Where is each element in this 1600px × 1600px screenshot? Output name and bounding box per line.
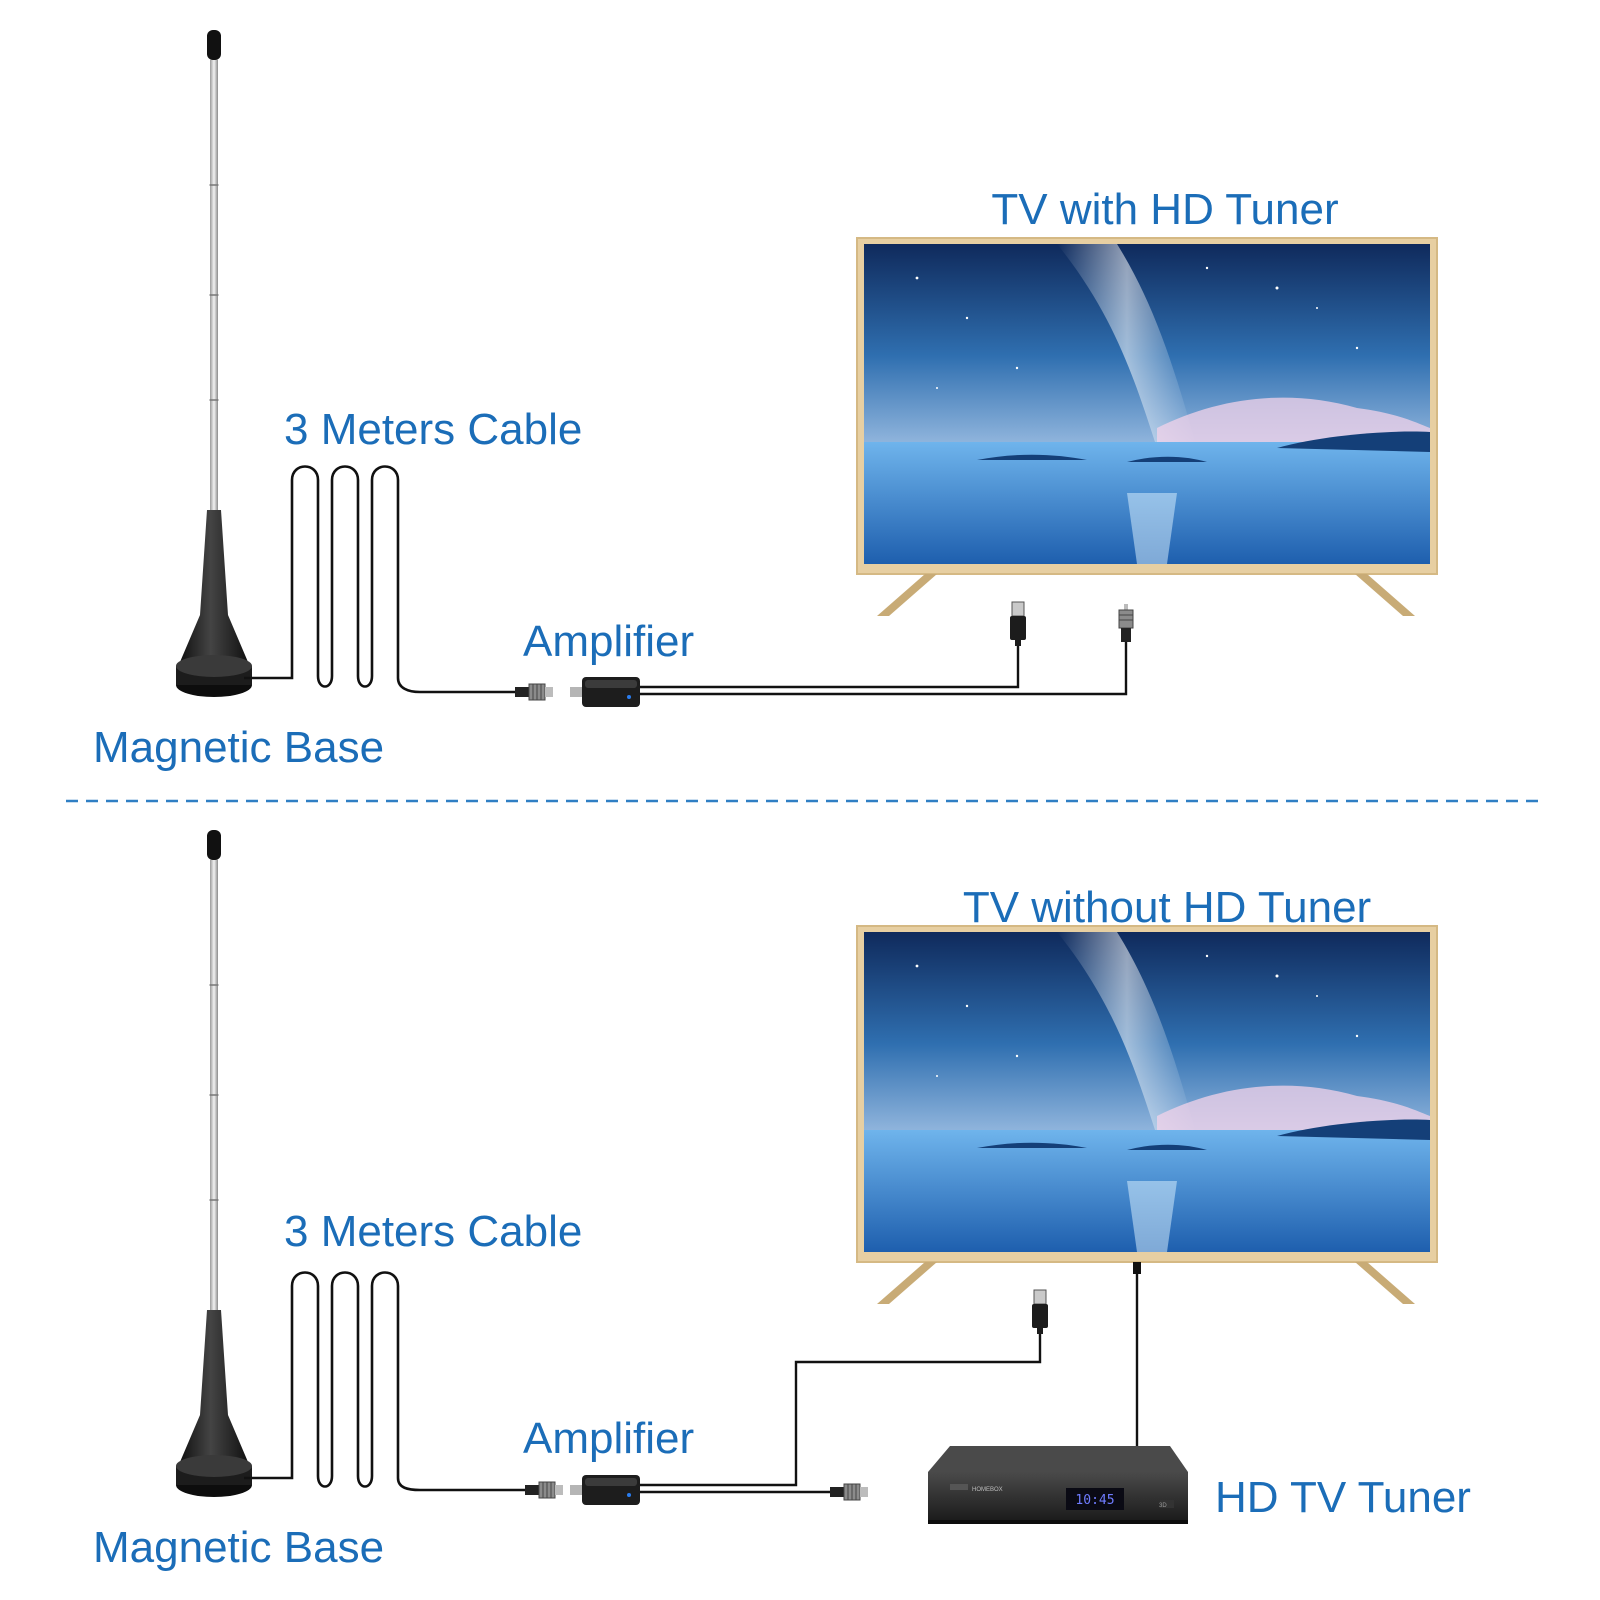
amplifier-icon	[570, 677, 640, 707]
usb-cable	[640, 642, 1020, 689]
tuner-clock: 10:45	[1075, 1493, 1114, 1508]
usb-cable	[640, 1330, 1042, 1487]
antenna-icon	[175, 29, 253, 698]
coax-plug-icon	[514, 683, 554, 701]
bottom-cable-label: 3 Meters Cable	[284, 1207, 582, 1256]
tuner-brand: HOMEBOX	[972, 1487, 1003, 1493]
coax-cable	[640, 642, 1128, 696]
cable-coil	[244, 465, 515, 694]
tv-icon	[856, 925, 1438, 1305]
bottom-base-label: Magnetic Base	[93, 1523, 384, 1572]
tv-icon	[856, 237, 1438, 617]
coax-plug-icon	[1118, 603, 1134, 643]
top-cable-label: 3 Meters Cable	[284, 405, 582, 454]
cable-coil	[244, 1271, 525, 1492]
usb-plug-icon	[1009, 601, 1027, 647]
top-amplifier-label: Amplifier	[523, 617, 694, 666]
set-top-box-icon	[928, 1446, 1188, 1524]
antenna-icon	[175, 829, 253, 1498]
coax-plug-icon	[524, 1481, 564, 1499]
hdmi-connector	[1133, 1262, 1141, 1274]
tuner-badge: 3D	[1159, 1503, 1167, 1509]
coax-plug-icon	[829, 1483, 869, 1501]
amplifier-icon	[570, 1475, 640, 1505]
bottom-title: TV without HD Tuner	[963, 883, 1371, 932]
bottom-amplifier-label: Amplifier	[523, 1414, 694, 1463]
top-base-label: Magnetic Base	[93, 723, 384, 772]
usb-plug-icon	[1031, 1289, 1049, 1335]
tuner-label: HD TV Tuner	[1215, 1473, 1471, 1522]
top-title: TV with HD Tuner	[991, 185, 1338, 234]
